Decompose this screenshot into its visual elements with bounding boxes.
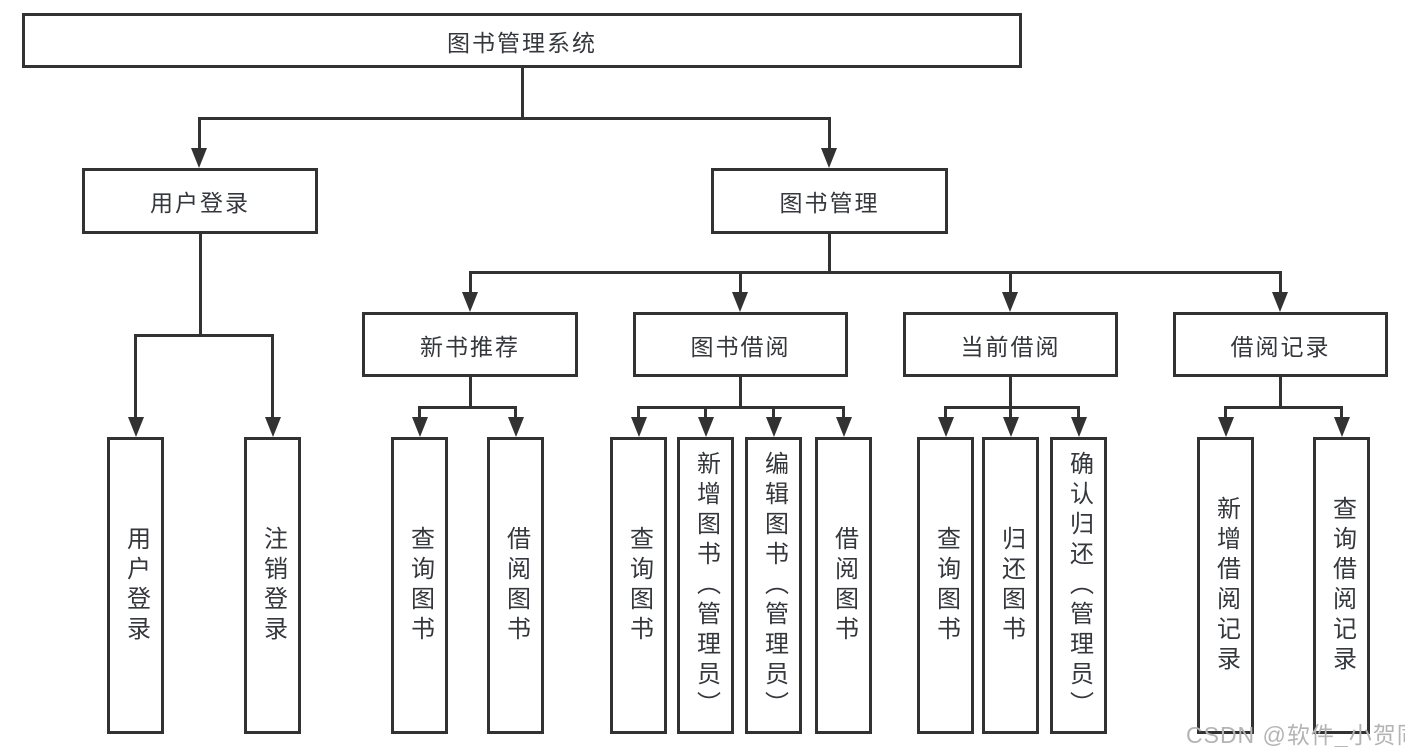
arrow-down-icon [1070, 417, 1087, 437]
arrow-down-icon [697, 417, 714, 437]
connector-vline [134, 333, 137, 419]
connector-vline-user-login-drop [198, 234, 202, 337]
leaf-label: 借阅图书 [830, 525, 858, 646]
csdn-watermark: CSDN @软件_小贺同学 [1186, 722, 1405, 747]
node-label: 图书管理 [779, 190, 880, 216]
leaf-return-books: 归还图书 [982, 437, 1039, 734]
node-user-login: 用户登录 [82, 168, 318, 234]
connector-hline-current-borrow-group [944, 405, 1080, 409]
connector-hline-level3 [468, 270, 1282, 274]
connector-vline-to-user-login [197, 116, 201, 149]
leaf-add-borrow-record: 新增借阅记录 [1197, 437, 1254, 734]
leaf-query-borrow-record: 查询借阅记录 [1313, 437, 1370, 734]
arrow-down-icon [507, 417, 524, 437]
arrow-down-icon [127, 417, 144, 437]
leaf-confirm-return-admin: 确认归还（管理员） [1050, 437, 1107, 734]
connector-vline [1278, 270, 1282, 294]
node-book-management: 图书管理 [711, 168, 948, 234]
leaf-borrow-books: 借阅图书 [815, 437, 872, 734]
node-label: 图书借阅 [690, 333, 791, 360]
leaf-label: 查询图书 [932, 525, 960, 646]
arrow-down-icon [1333, 417, 1350, 437]
leaf-label: 查询图书 [406, 525, 434, 646]
leaf-label: 查询借阅记录 [1328, 495, 1356, 676]
arrow-down-icon [1272, 292, 1288, 312]
connector-vline [738, 270, 742, 294]
connector-hline-level2 [197, 116, 831, 120]
leaf-query-books-recommend: 查询图书 [391, 437, 448, 734]
leaf-label: 查询图书 [625, 525, 653, 646]
arrow-down-icon [765, 417, 782, 437]
connector-hline-user-login-group [134, 333, 274, 337]
node-borrow-records: 借阅记录 [1173, 312, 1388, 377]
leaf-label: 新增借阅记录 [1212, 495, 1240, 676]
connector-hline-borrow-records-group [1224, 405, 1343, 409]
connector-vline-new-books-drop [468, 377, 472, 409]
leaf-query-books-borrow: 查询图书 [610, 437, 667, 734]
leaf-label: 归还图书 [997, 525, 1025, 646]
arrow-down-icon [462, 292, 478, 312]
connector-vline [704, 405, 707, 419]
connector-vline [1008, 270, 1012, 294]
connector-vline [1077, 405, 1080, 419]
connector-vline [1340, 405, 1343, 419]
connector-vline [637, 405, 640, 419]
leaf-label: 注销登录 [259, 525, 287, 646]
arrow-down-icon [630, 417, 647, 437]
leaf-add-books-admin: 新增图书（管理员） [677, 437, 734, 734]
arrow-down-icon [411, 417, 428, 437]
leaf-label: 新增图书（管理员） [692, 450, 720, 721]
connector-vline [418, 405, 421, 419]
node-label: 当前借阅 [960, 333, 1061, 360]
connector-vline [772, 405, 775, 419]
arrow-down-icon [191, 148, 207, 168]
leaf-label: 借阅图书 [502, 525, 530, 646]
arrow-down-icon [937, 417, 954, 437]
node-label: 用户登录 [150, 190, 250, 216]
leaf-label: 确认归还（管理员） [1065, 450, 1093, 721]
connector-vline-book-management-drop [828, 234, 831, 274]
connector-vline [1224, 405, 1227, 419]
leaf-label: 编辑图书（管理员） [760, 450, 788, 721]
connector-vline-current-borrow-drop [1009, 377, 1012, 409]
arrow-down-icon [264, 417, 281, 437]
arrow-down-icon [1002, 292, 1018, 312]
leaf-query-books-current: 查询图书 [917, 437, 974, 734]
connector-hline-new-books-group [418, 405, 517, 409]
node-new-book-recommend: 新书推荐 [362, 312, 578, 377]
connector-vline-root [520, 67, 524, 118]
connector-vline-book-borrow-drop [739, 377, 742, 409]
connector-vline [271, 333, 274, 419]
leaf-edit-books-admin: 编辑图书（管理员） [745, 437, 802, 734]
leaf-borrow-books-recommend: 借阅图书 [487, 437, 544, 734]
arrow-down-icon [821, 148, 837, 168]
connector-vline [944, 405, 947, 419]
node-current-borrow: 当前借阅 [903, 312, 1118, 377]
leaf-label: 用户登录 [122, 525, 150, 646]
connector-vline-to-book-management [827, 116, 831, 149]
connector-vline [468, 270, 472, 294]
arrow-down-icon [1002, 417, 1019, 437]
node-book-borrow: 图书借阅 [633, 312, 848, 377]
arrow-down-icon [732, 292, 748, 312]
connector-vline [842, 405, 845, 419]
node-library-management-system: 图书管理系统 [22, 13, 1022, 68]
node-label: 图书管理系统 [447, 29, 597, 56]
node-label: 借阅记录 [1230, 333, 1331, 360]
leaf-user-login: 用户登录 [107, 437, 164, 734]
connector-vline-borrow-records-drop [1279, 377, 1282, 409]
leaf-logout: 注销登录 [244, 437, 301, 734]
connector-vline [1009, 405, 1012, 419]
connector-vline [514, 405, 517, 419]
arrow-down-icon [835, 417, 852, 437]
arrow-down-icon [1217, 417, 1234, 437]
node-label: 新书推荐 [420, 333, 520, 360]
connector-hline-book-borrow-group [637, 405, 845, 409]
